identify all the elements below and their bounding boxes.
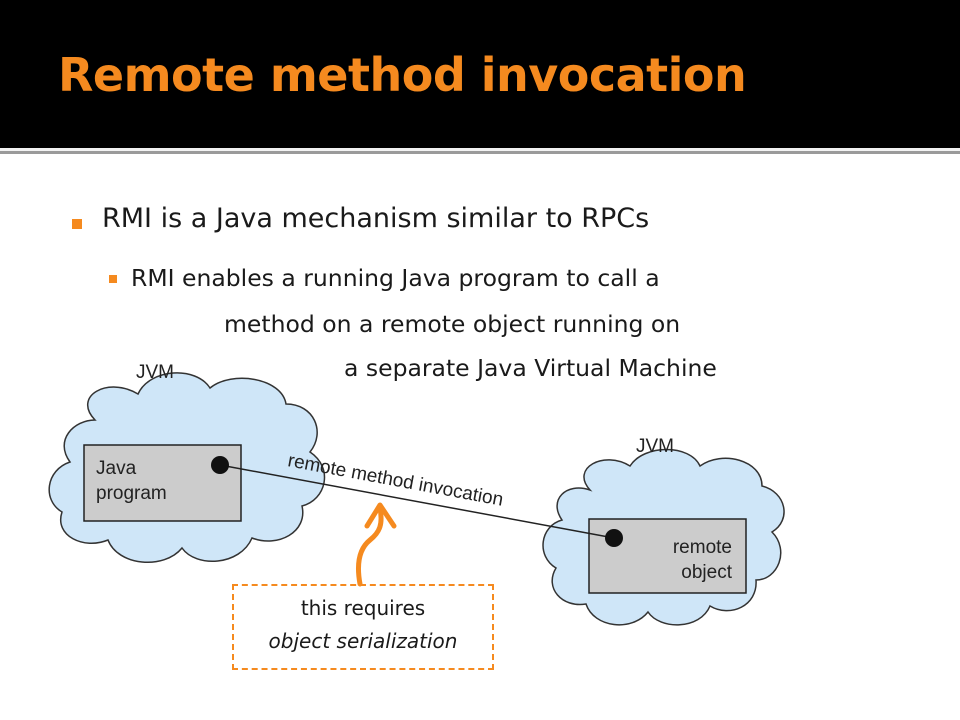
sub-bullet-line-1: RMI enables a running Java program to ca… [131, 264, 660, 292]
main-bullet: RMI is a Java mechanism similar to RPCs [102, 203, 650, 234]
note-line-2: object serialization [268, 629, 458, 653]
annotation-arrow [355, 505, 384, 587]
title-divider-shadow [0, 151, 960, 154]
annotation-arrowhead [364, 502, 397, 529]
java-program-label-line-2: program [96, 483, 167, 504]
caller-endpoint-dot [211, 456, 229, 474]
title-bar [0, 0, 960, 148]
sub-bullet-marker [109, 275, 117, 283]
sub-bullet-line-3: a separate Java Virtual Machine [344, 354, 717, 382]
sub-bullet-line-2: method on a remote object running on [224, 310, 681, 338]
title-divider [0, 148, 960, 151]
rmi-connection-line [219, 464, 615, 539]
note-line-1: this requires [300, 596, 426, 620]
java-program-label-line-1: Java [96, 458, 137, 479]
right-jvm-label: JVM [636, 436, 674, 457]
remote-object-label-line-2: object [681, 562, 732, 583]
serialization-note: this requires object serialization [232, 584, 494, 670]
left-jvm-label: JVM [136, 362, 174, 383]
remote-object-label-line-1: remote [673, 537, 732, 558]
remote-endpoint-dot [605, 529, 623, 547]
bullet-marker [72, 219, 82, 229]
slide-title: Remote method invocation [58, 48, 747, 102]
